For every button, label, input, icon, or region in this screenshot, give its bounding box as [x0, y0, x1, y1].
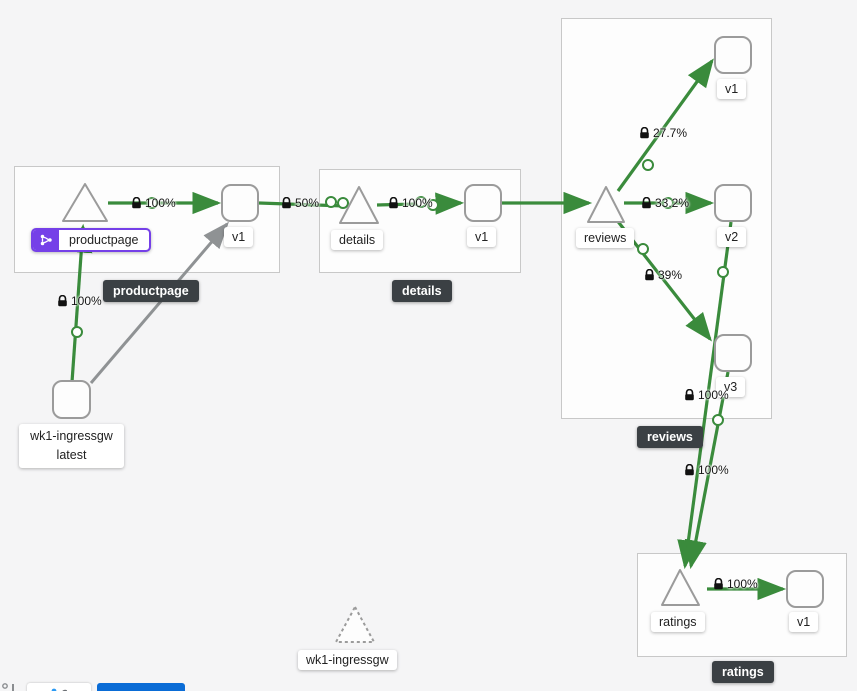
legend-button[interactable] — [97, 683, 185, 691]
service-node-ratings[interactable] — [661, 569, 700, 606]
node-label-ingressgw-service[interactable]: wk1-ingressgw — [298, 650, 397, 670]
workload-node-productpage-v1[interactable] — [221, 184, 259, 222]
traffic-point — [71, 326, 83, 338]
traffic-point — [662, 197, 674, 209]
service-node-ingressgw-idle[interactable] — [335, 606, 375, 643]
edge-label-ingress-productpage: 100% — [57, 294, 102, 308]
edge-reviews-v2-to-ratings[interactable] — [677, 221, 733, 570]
node-label-text: productpage — [69, 233, 139, 247]
traffic-point — [337, 197, 349, 209]
zoom-indicator-partial — [2, 682, 20, 691]
traffic-point — [325, 196, 337, 208]
edge-label-productpage-details: 50% — [281, 196, 319, 210]
service-node-productpage[interactable] — [62, 183, 108, 222]
workload-node-ratings-v1[interactable] — [786, 570, 824, 608]
edge-percent: 100% — [727, 577, 758, 591]
edge-percent: 27.7% — [653, 126, 688, 140]
traffic-point — [637, 243, 649, 255]
ingressgw-name: wk1-ingressgw — [30, 429, 113, 443]
mtls-lock-icon — [639, 127, 650, 139]
mtls-lock-icon — [713, 578, 724, 590]
node-label-reviews-v1[interactable]: v1 — [717, 79, 747, 99]
traffic-point — [427, 199, 439, 211]
node-label-reviews-v2[interactable]: v2 — [717, 227, 747, 247]
service-node-reviews[interactable] — [587, 186, 625, 223]
workload-node-reviews-v2[interactable] — [714, 184, 752, 222]
traffic-point — [712, 414, 724, 426]
node-label-details[interactable]: details — [331, 230, 384, 250]
edge-reviews-to-v1[interactable] — [616, 58, 714, 192]
edge-label-details-v1: 100% — [388, 196, 433, 210]
traffic-point — [717, 266, 729, 278]
workload-node-reviews-v1[interactable] — [714, 36, 752, 74]
node-label-ingressgw-workload[interactable]: wk1-ingressgw latest — [19, 424, 124, 468]
workload-node-details-v1[interactable] — [464, 184, 502, 222]
group-label-details: details — [392, 280, 452, 302]
mtls-lock-icon — [641, 197, 652, 209]
virtual-service-icon — [33, 230, 59, 250]
mtls-lock-icon — [684, 389, 695, 401]
group-label-productpage: productpage — [103, 280, 199, 302]
group-label-reviews: reviews — [637, 426, 703, 448]
traffic-point — [146, 197, 158, 209]
edge-percent: 100% — [698, 463, 729, 477]
edge-label-reviews-v3: 39% — [644, 268, 682, 282]
node-label-reviews-v3[interactable]: v3 — [716, 377, 746, 397]
edge-label-v2-ratings: 100% — [684, 463, 729, 477]
edge-label-ratings-v1: 100% — [713, 577, 758, 591]
edge-ingress-to-productpage[interactable] — [70, 223, 93, 383]
mtls-lock-icon — [131, 197, 142, 209]
ingressgw-version: latest — [56, 447, 87, 462]
edge-percent: 50% — [295, 196, 320, 210]
edge-percent: 100% — [145, 196, 176, 210]
traffic-point — [415, 196, 427, 208]
edge-percent: 100% — [698, 388, 729, 402]
mtls-lock-icon — [281, 197, 292, 209]
edge-percent: 100% — [402, 196, 433, 210]
node-label-productpage[interactable]: productpage — [31, 228, 151, 252]
service-node-details[interactable] — [339, 186, 379, 224]
mtls-lock-icon — [684, 464, 695, 476]
edge-label-productpage-v1: 100% — [131, 196, 176, 210]
group-label-ratings: ratings — [712, 661, 774, 683]
edge-label-v3-ratings: 100% — [684, 388, 729, 402]
edge-label-reviews-v2: 33.2% — [641, 196, 689, 210]
edge-percent: 33.2% — [655, 196, 690, 210]
mtls-lock-icon — [388, 197, 399, 209]
node-label-ratings-v1[interactable]: v1 — [789, 612, 819, 632]
mtls-lock-icon — [57, 295, 68, 307]
node-label-ratings[interactable]: ratings — [651, 612, 705, 632]
workload-node-ingressgw[interactable] — [52, 380, 91, 419]
graph-type-button[interactable] — [27, 683, 91, 691]
traffic-point — [642, 159, 654, 171]
graph-icon — [51, 688, 67, 691]
node-label-details-v1[interactable]: v1 — [467, 227, 497, 247]
node-label-reviews[interactable]: reviews — [576, 228, 635, 248]
edge-percent: 39% — [658, 268, 683, 282]
workload-node-reviews-v3[interactable] — [714, 334, 752, 372]
edge-percent: 100% — [71, 294, 102, 308]
edge-ingress-to-productpage-v1[interactable] — [89, 221, 229, 384]
mtls-lock-icon — [644, 269, 655, 281]
edge-reviews-v3-to-ratings[interactable] — [684, 371, 730, 570]
edge-label-reviews-v1: 27.7% — [639, 126, 687, 140]
node-label-productpage-v1[interactable]: v1 — [224, 227, 254, 247]
